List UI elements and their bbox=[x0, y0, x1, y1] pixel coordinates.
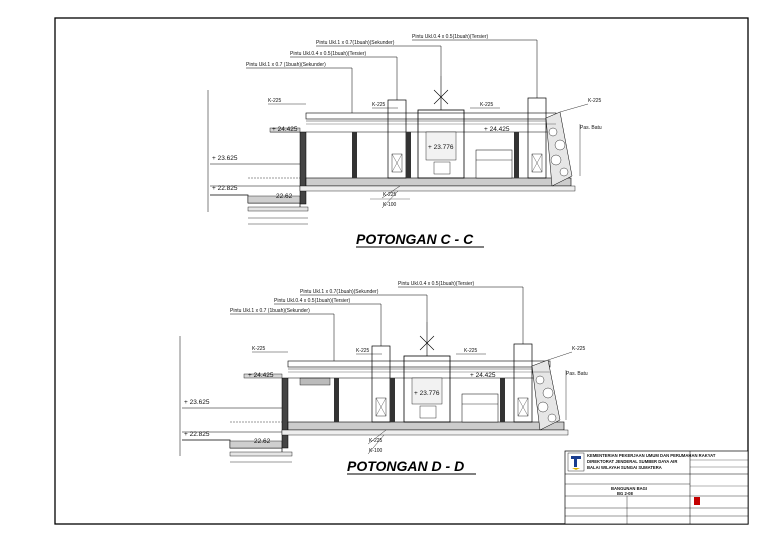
cc-callout-2: Pintu Ukl.1 x 0.7(1buah)(Sekunder) bbox=[316, 40, 395, 46]
dd-elevation-4: + 23.625 bbox=[184, 399, 210, 406]
dd-k-label-1: K-225 bbox=[252, 346, 266, 352]
cc-callout-1: Pintu Ukl.0.4 x 0.5(1buah)(Tersier) bbox=[412, 34, 488, 40]
cc-elevation-2: + 24.425 bbox=[484, 126, 510, 133]
cc-callout-3: Pintu Ukl.0.4 x 0.5(1buah)(Tersier) bbox=[290, 51, 366, 57]
dd-elevation-2: + 24.425 bbox=[470, 372, 496, 379]
cc-elevation-1: + 24.425 bbox=[272, 126, 298, 133]
cc-elevation-6: 22.62 bbox=[276, 193, 293, 200]
dd-callout-2: Pintu Ukl.1 x 0.7(1buah)(Sekunder) bbox=[300, 289, 379, 295]
cc-elevation-3: + 23.776 bbox=[428, 144, 454, 151]
cc-callout-4: Pintu Ukl.1 x 0.7 (1buah)(Sekunder) bbox=[246, 62, 326, 68]
title-block-drawing-name: BANGUNAN BAGI bbox=[611, 486, 647, 491]
dd-callout-4: Pintu Ukl.1 x 0.7 (1buah)(Sekunder) bbox=[230, 308, 310, 314]
cc-k-label-1: K-225 bbox=[268, 98, 282, 104]
section-cc-drawing bbox=[207, 44, 581, 225]
title-block-drawing-code: BG 2-08 bbox=[617, 491, 633, 496]
dd-k-label-3: K-225 bbox=[464, 348, 478, 354]
title-block-agency-3: BALAI WILAYAH SUNGAI SUMATERA bbox=[587, 465, 662, 470]
dd-elevation-3: + 23.776 bbox=[414, 390, 440, 397]
dd-callout-3: Pintu Ukl.0.4 x 0.5(1buah)(Tersier) bbox=[274, 298, 350, 304]
dd-elevation-6: 22.62 bbox=[254, 438, 271, 445]
dd-k-label-4: K-225 bbox=[572, 346, 586, 352]
cc-k-label-4: K-225 bbox=[588, 98, 602, 104]
section-dd-leaders bbox=[230, 286, 573, 455]
sheet-border bbox=[54, 17, 749, 525]
dd-k-label-5: K-225 bbox=[369, 438, 383, 444]
cc-k-label-6: K-100 bbox=[383, 202, 397, 208]
cc-section-title: POTONGAN C - C bbox=[356, 231, 474, 247]
section-dd-drawing bbox=[179, 290, 569, 463]
section-cc-leaders bbox=[246, 39, 589, 209]
title-block bbox=[564, 450, 749, 525]
cc-k-label-2: K-225 bbox=[372, 102, 386, 108]
cc-k-label-3: K-225 bbox=[480, 102, 494, 108]
dd-callout-1: Pintu Ukl.0.4 x 0.5(1buah)(Tersier) bbox=[398, 281, 474, 287]
title-block-agency-2: DIREKTORAT JENDERAL SUMBER DAYA AIR bbox=[587, 459, 677, 464]
cc-k-label-5: K-225 bbox=[383, 192, 397, 198]
dd-section-title: POTONGAN D - D bbox=[347, 458, 464, 474]
dd-k-label-6: K-100 bbox=[369, 448, 383, 454]
dd-k-label-2: K-225 bbox=[356, 348, 370, 354]
dd-elevation-1: + 24.425 bbox=[248, 372, 274, 379]
dd-elevation-5: + 22.825 bbox=[184, 431, 210, 438]
title-block-agency-1: KEMENTERIAN PEKERJAAN UMUM DAN PERUMAHAN… bbox=[587, 453, 716, 458]
dd-note-stone: Pas. Batu bbox=[566, 371, 588, 377]
cc-elevation-4: + 23.625 bbox=[212, 155, 238, 162]
cc-note-stone: Pas. Batu bbox=[580, 125, 602, 131]
cc-elevation-5: + 22.825 bbox=[212, 185, 238, 192]
